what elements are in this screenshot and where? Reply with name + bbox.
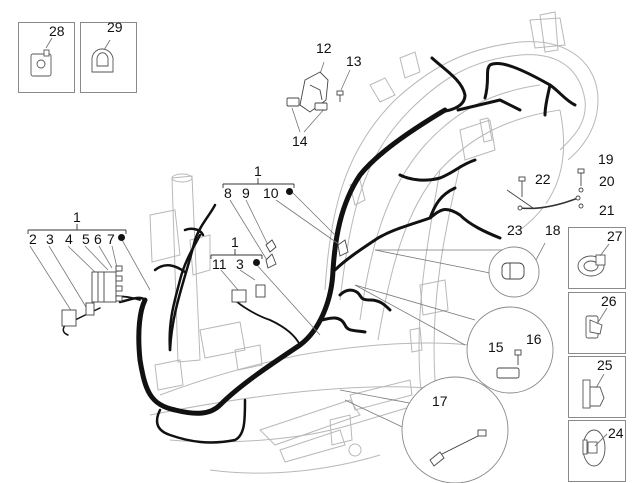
part-29-clamp-drawing bbox=[91, 39, 114, 73]
label-part-1: 1 bbox=[254, 163, 262, 179]
kit-dot-marker bbox=[286, 188, 293, 195]
loose-parts bbox=[61, 71, 585, 327]
label-part-24: 24 bbox=[608, 425, 624, 441]
label-part-15: 15 bbox=[488, 339, 504, 355]
label-part-16: 16 bbox=[526, 331, 542, 347]
kit-dot-marker bbox=[253, 259, 260, 266]
part-27-hose-clamp-drawing bbox=[577, 243, 610, 277]
label-part-6: 6 bbox=[94, 231, 102, 247]
part-25-tie-mount-drawing bbox=[582, 373, 605, 409]
label-part-26: 26 bbox=[601, 293, 617, 309]
label-part-25: 25 bbox=[597, 357, 613, 373]
wiring-harness bbox=[62, 56, 577, 444]
label-part-12: 12 bbox=[316, 40, 332, 56]
kit-dot-marker bbox=[118, 234, 125, 241]
label-part-1: 1 bbox=[231, 234, 239, 250]
label-part-27: 27 bbox=[607, 228, 623, 244]
label-part-23: 23 bbox=[507, 222, 523, 238]
label-part-21: 21 bbox=[599, 202, 615, 218]
part-26-tie-mount-drawing bbox=[585, 307, 608, 339]
label-part-11: 11 bbox=[212, 256, 227, 272]
label-part-2: 2 bbox=[29, 231, 37, 247]
label-part-18: 18 bbox=[545, 222, 561, 238]
label-part-10: 10 bbox=[263, 185, 279, 201]
label-part-28: 28 bbox=[49, 23, 65, 39]
group-bracket-c bbox=[210, 249, 263, 259]
group-bracket-a bbox=[27, 224, 127, 234]
part-28-clip-drawing bbox=[30, 37, 53, 77]
label-part-8: 8 bbox=[224, 185, 232, 201]
label-part-3: 3 bbox=[46, 231, 54, 247]
part-24-grommet-drawing bbox=[582, 429, 608, 467]
label-part-29: 29 bbox=[107, 19, 123, 35]
detail-parts bbox=[429, 262, 525, 467]
label-part-19: 19 bbox=[598, 151, 614, 167]
label-part-3: 3 bbox=[236, 256, 244, 272]
label-part-14: 14 bbox=[292, 133, 308, 149]
label-part-9: 9 bbox=[242, 185, 250, 201]
label-part-13: 13 bbox=[346, 53, 362, 69]
label-part-4: 4 bbox=[65, 231, 73, 247]
label-part-17: 17 bbox=[432, 393, 448, 409]
group-bracket-b bbox=[222, 178, 295, 188]
label-part-22: 22 bbox=[535, 171, 551, 187]
leader-lines bbox=[29, 61, 546, 441]
label-part-7: 7 bbox=[107, 231, 115, 247]
label-part-20: 20 bbox=[599, 173, 615, 189]
label-part-5: 5 bbox=[82, 231, 90, 247]
label-part-1: 1 bbox=[73, 209, 81, 225]
